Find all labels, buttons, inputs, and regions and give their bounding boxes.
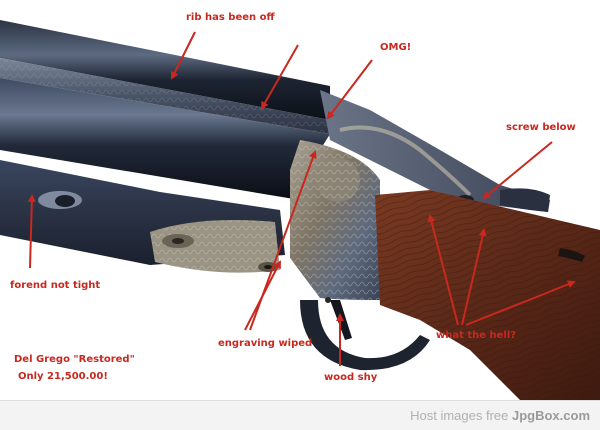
host-watermark[interactable]: Host images free JpgBox.com <box>410 408 590 423</box>
label-screw: screw below <box>506 122 576 133</box>
upper-barrel <box>0 20 330 134</box>
arrow-hell-3 <box>465 280 576 326</box>
arrow-omg <box>326 59 373 120</box>
label-engraving: engraving wiped <box>218 338 313 349</box>
wood-stock <box>375 190 600 400</box>
arrow-hell-1 <box>427 214 459 326</box>
shotgun-photo <box>0 20 600 400</box>
label-rib: rib has been off <box>186 12 275 23</box>
arrow-rib-left <box>171 31 196 80</box>
arrow-screw <box>482 141 553 200</box>
footer-brand: JpgBox.com <box>511 408 590 423</box>
label-restored-line2: Only 21,500.00! <box>18 371 108 382</box>
label-wood-shy: wood shy <box>324 372 378 383</box>
receiver <box>258 140 380 303</box>
annotation-arrows <box>27 31 576 366</box>
lower-barrel <box>0 78 330 200</box>
arrow-hell-2 <box>461 228 487 326</box>
host-footer-bar: Host images free JpgBox.com <box>0 400 600 430</box>
label-forend: forend not tight <box>10 280 101 291</box>
label-restored-line1: Del Grego "Restored" <box>14 354 135 365</box>
footer-prefix: Host images free <box>410 408 512 423</box>
arrow-forend <box>27 194 36 269</box>
label-what-the-hell: what the hell? <box>436 330 517 341</box>
label-omg: OMG! <box>380 42 412 53</box>
arrow-rib-right <box>261 44 299 110</box>
forend <box>0 160 285 273</box>
arrow-engraving-2 <box>249 150 317 331</box>
